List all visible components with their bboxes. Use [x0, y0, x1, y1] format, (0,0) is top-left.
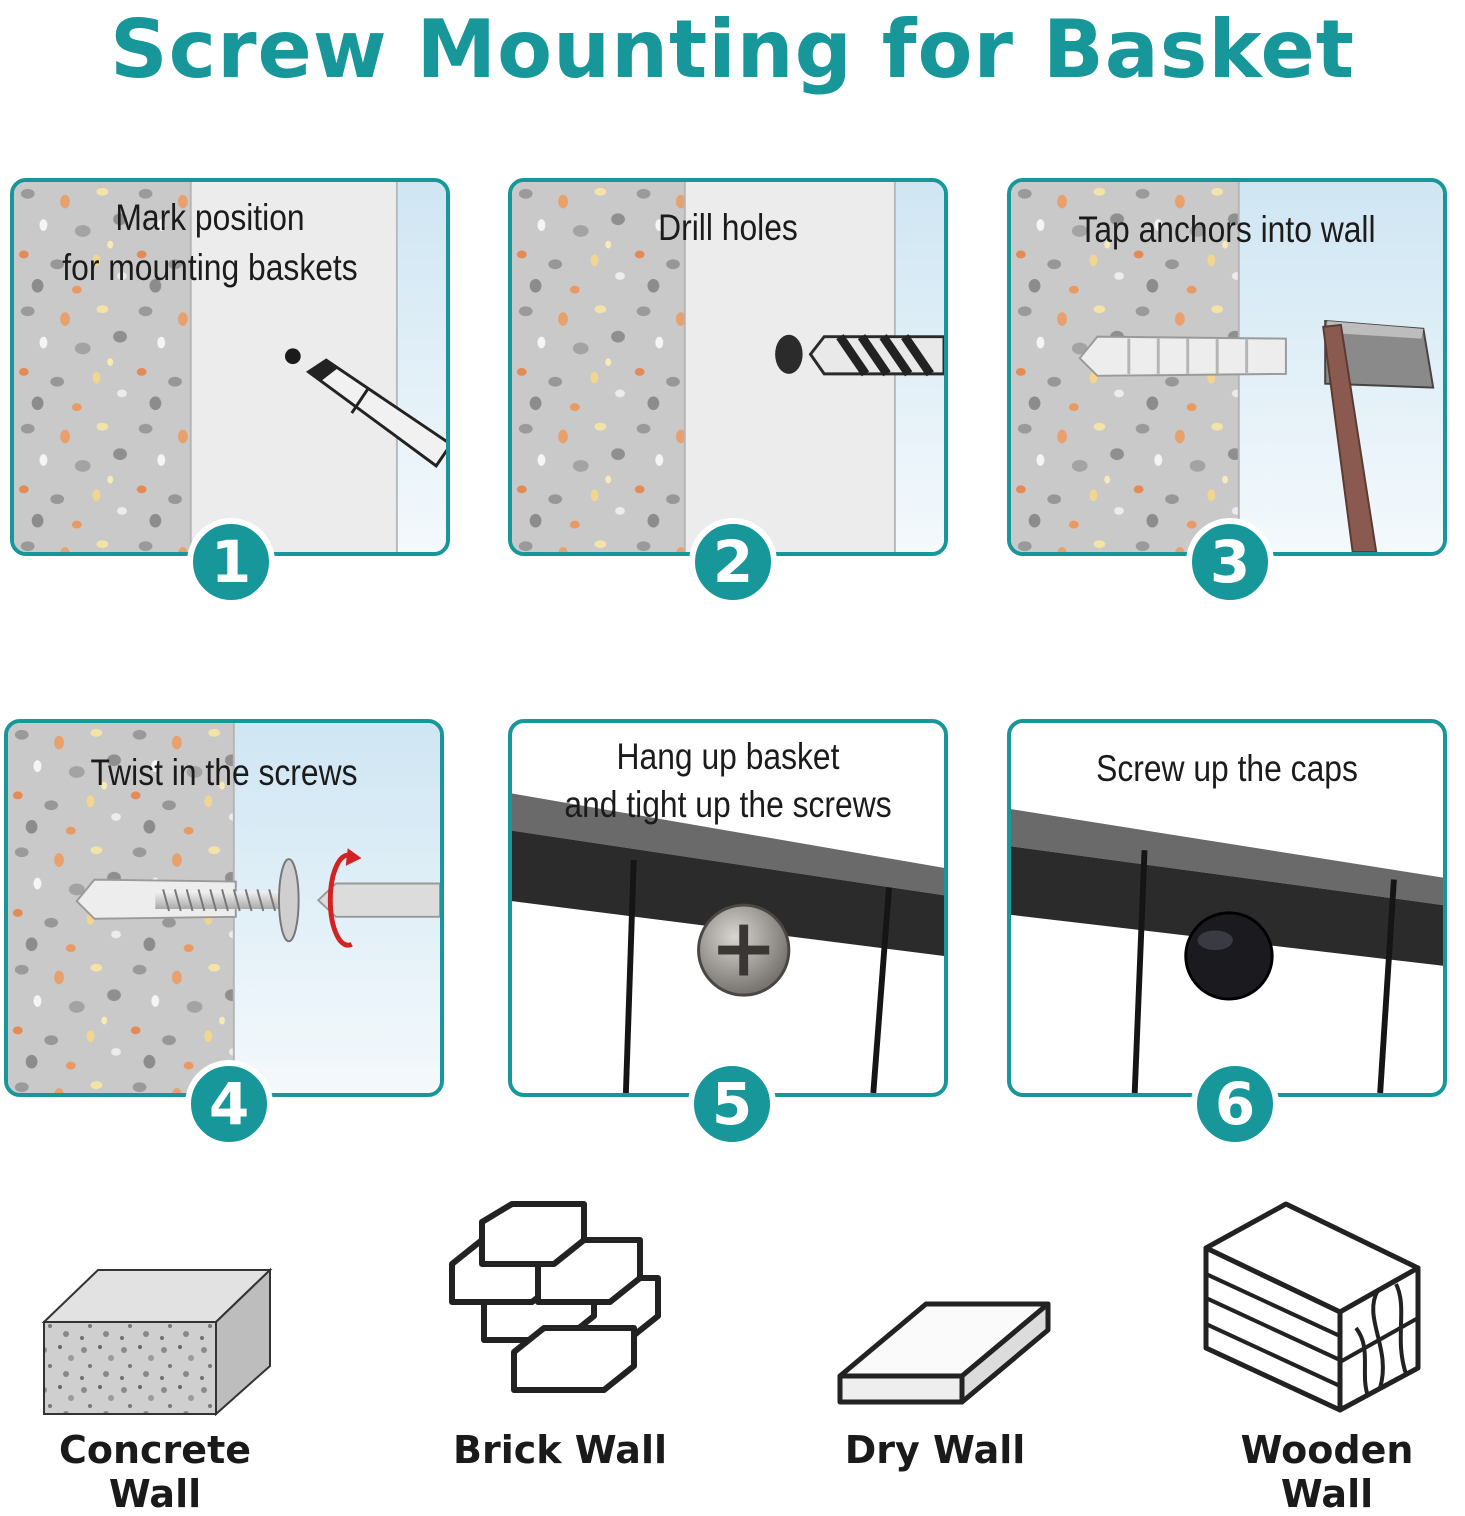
- wall-label-dry: Dry Wall: [844, 1428, 1026, 1472]
- step-6-caption-line1: Screw up the caps: [1096, 748, 1358, 789]
- step-5-badge: 5: [688, 1060, 776, 1148]
- drill-bit-icon: [808, 334, 944, 377]
- step-2-caption-line1: Drill holes: [658, 207, 798, 248]
- step-1-caption-line2: for mounting baskets: [62, 247, 358, 288]
- step-5-caption-line2: and tight up the screws: [564, 784, 892, 825]
- step-4-caption-line1: Twist in the screws: [90, 752, 358, 793]
- step-2-panel: Drill holes: [508, 178, 948, 556]
- concrete-block-icon: [41, 1267, 273, 1417]
- drywall-board-icon: [837, 1301, 1051, 1405]
- step-4-panel: Twist in the screws: [4, 719, 444, 1097]
- wall-label-brick: Brick Wall: [452, 1428, 667, 1472]
- step-3-badge: 3: [1186, 518, 1274, 606]
- screw-icon: [155, 858, 300, 943]
- step-3-caption-line1: Tap anchors into wall: [1078, 209, 1376, 250]
- step-6-illustration: [1011, 809, 1443, 1093]
- marker-pen-icon: [305, 358, 446, 468]
- wall-label-wooden: Wooden Wall: [1240, 1428, 1414, 1516]
- screw-head-icon: [697, 903, 791, 997]
- wood-planks-icon: [1203, 1201, 1421, 1413]
- step-1-panel: Mark position for mounting baskets: [10, 178, 450, 556]
- brick-wall-icon: [449, 1201, 661, 1393]
- step-6-panel: Screw up the caps: [1007, 719, 1447, 1097]
- step-5-panel: Hang up basket and tight up the screws: [508, 719, 948, 1097]
- screwdriver-icon: [316, 848, 440, 948]
- step-2-badge: 2: [689, 518, 777, 606]
- wall-anchor-icon: [1078, 335, 1287, 377]
- wall-label-concrete: Concrete Wall: [58, 1428, 252, 1516]
- step-3-panel: Tap anchors into wall: [1007, 178, 1447, 556]
- step-4-badge: 4: [185, 1060, 273, 1148]
- step-1-illustration: [14, 182, 446, 552]
- hammer-icon: [1322, 319, 1435, 552]
- page-title: Screw Mounting for Basket: [110, 3, 1355, 96]
- step-5-caption-line1: Hang up basket: [616, 736, 840, 777]
- step-2-illustration: [512, 182, 944, 552]
- step-4-illustration: [8, 723, 440, 1093]
- step-6-badge: 6: [1191, 1060, 1279, 1148]
- step-3-illustration: [1011, 182, 1443, 552]
- step-5-illustration: [512, 793, 944, 1093]
- step-1-badge: 1: [187, 518, 275, 606]
- step-1-caption-line1: Mark position: [115, 197, 305, 238]
- screw-cap-icon: [1184, 911, 1274, 1001]
